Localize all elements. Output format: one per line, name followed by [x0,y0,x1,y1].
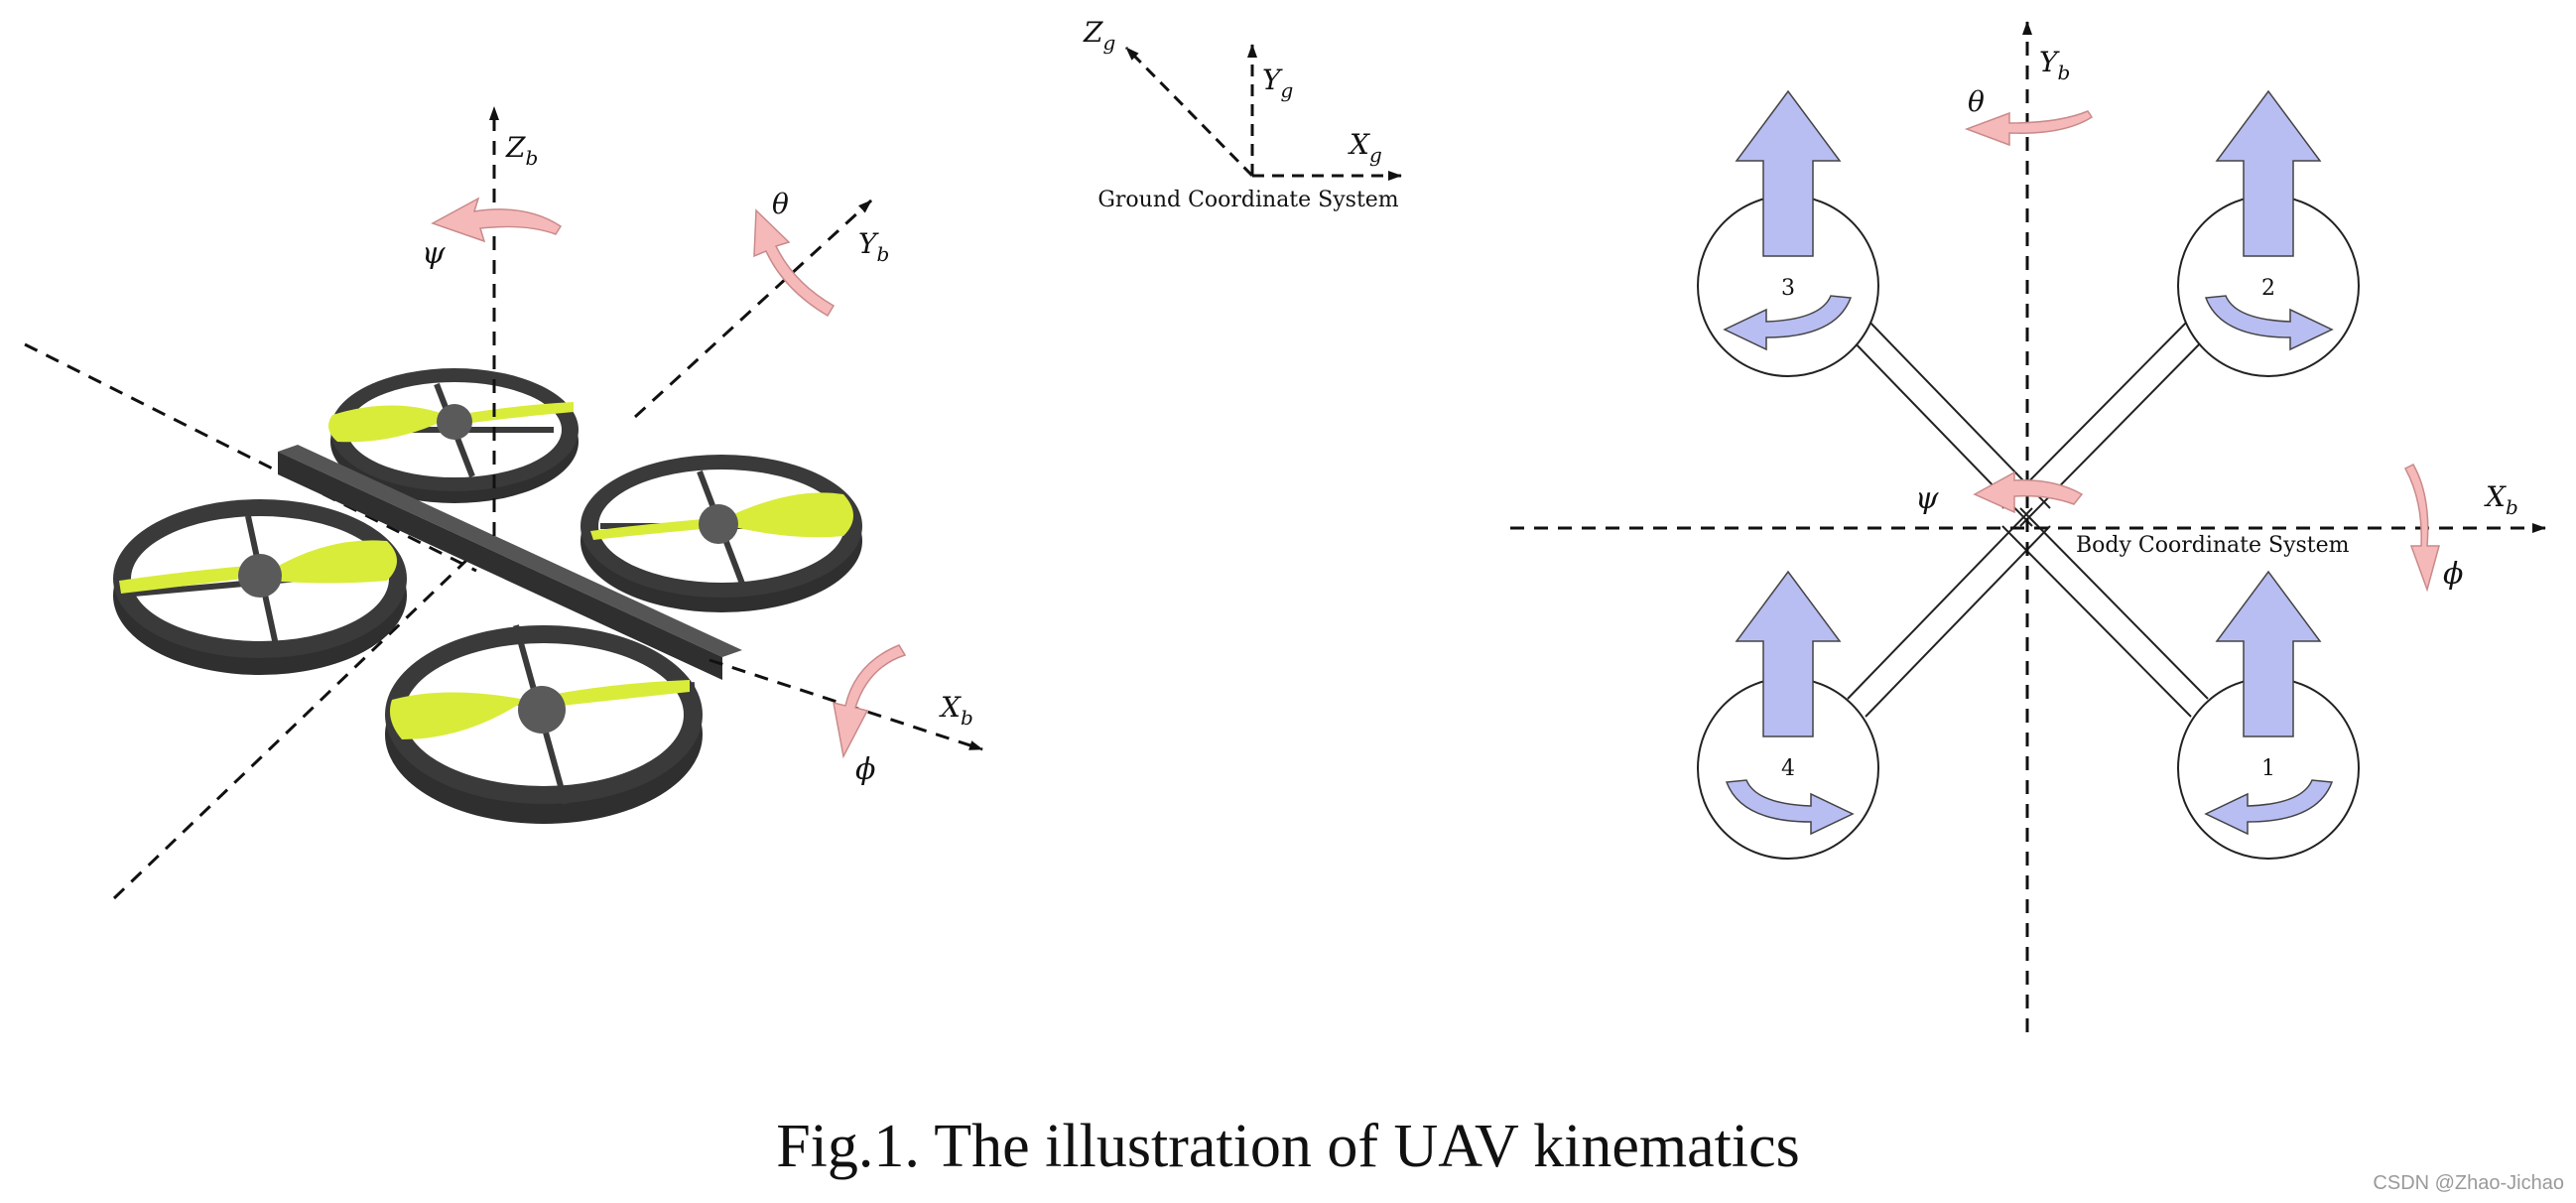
zg-label: Zg [1083,16,1115,55]
rotor-label-1: 1 [2261,756,2275,781]
yb-label-2d: Yb [2039,46,2070,84]
spin-arrow-rotor-3 [1723,295,1853,351]
rotor-hub-front [518,686,566,734]
xg-label: Xg [1348,128,1382,167]
roll-symbol-2d: ϕ [2443,557,2463,592]
yb-axis-3d [633,199,873,419]
spin-arrow-rotor-4 [1725,779,1855,836]
yg-label: Yg [1262,64,1293,102]
rotor-3: 3 [1697,89,1879,377]
quadrotor-top-view-diagram: 3 2 4 1 Yb Xb θ ψ ϕ [1510,21,2546,1032]
rotor-hub-back [437,404,472,440]
frame-arms [1847,317,2209,718]
xb-label-2d: Xb [2484,480,2518,519]
pitch-symbol-2d: θ [1968,85,1985,118]
rotor-label-2: 2 [2261,276,2275,301]
roll-symbol-3d: ϕ [855,752,875,787]
rotor-1: 1 [2177,570,2360,860]
xb-axis-back-3d [24,342,477,573]
rotor-ring-back [328,368,579,503]
rotor-hub-left [238,554,282,598]
yb-axis-back-3d [112,549,478,900]
roll-rotation-arrow-2d [2403,464,2440,593]
yaw-rotation-arrow-2d [1973,470,2084,514]
pitch-symbol-3d: θ [772,188,789,220]
rotor-4: 4 [1697,570,1879,860]
rotor-label-3: 3 [1781,276,1795,301]
thrust-arrow-rotor-3 [1735,89,1842,257]
thrust-arrow-rotor-4 [1735,570,1842,737]
zb-label-3d: Zb [505,131,538,170]
xb-label-3d: Xb [939,691,973,730]
yb-label-3d: Yb [858,227,889,266]
ground-coordinate-diagram: Xg Yg Zg Ground Coordinate System [1083,16,1402,212]
thrust-arrow-rotor-2 [2215,89,2322,257]
yaw-symbol-2d: ψ [1915,481,1939,516]
rotor-hub-right [699,504,738,544]
rotor-2: 2 [2177,89,2360,377]
zg-axis [1124,46,1254,178]
spin-arrow-rotor-1 [2204,779,2334,836]
rotor-label-4: 4 [1781,756,1795,781]
ground-coordinate-title: Ground Coordinate System [1097,188,1398,212]
pitch-rotation-arrow-3d [753,208,836,318]
drone-3d-diagram: Zb Yb Xb ψ θ ϕ [24,106,983,900]
pitch-rotation-arrow-2d [1964,110,2094,147]
rotor-ring-right [580,455,862,612]
watermark: CSDN @Zhao-Jichao [2373,1172,2564,1194]
roll-rotation-arrow-3d [833,644,907,759]
spin-arrow-rotor-2 [2204,295,2334,351]
rotor-ring-front [385,624,703,824]
rotor-ring-left [113,499,407,675]
thrust-arrow-rotor-1 [2215,570,2322,737]
drone-frame-bar [278,445,742,680]
body-coordinate-title: Body Coordinate System [2076,533,2350,558]
figure-caption: Fig.1. The illustration of UAV kinematic… [776,1113,1800,1180]
yaw-rotation-arrow-3d [431,197,563,243]
yaw-symbol-3d: ψ [422,236,446,271]
